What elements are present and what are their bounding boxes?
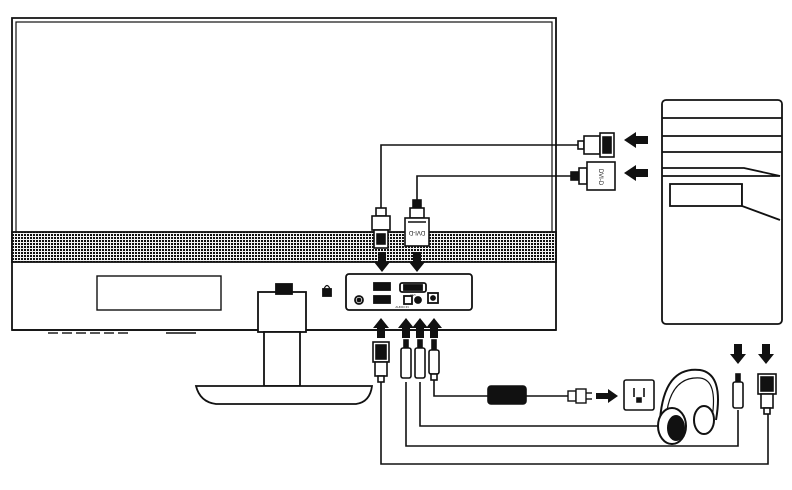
audio-port-label: AUDIO IN [395,305,408,309]
arrow-down-pc-icon [730,344,774,364]
power-adapter-icon [487,385,527,405]
lock-icon [322,284,332,297]
arrow-down-icon [374,252,425,272]
dvi-port-label: DVI [410,293,415,297]
hdmi-cable-icon [371,207,391,249]
dvi-plug-pc-icon [570,161,616,191]
hdmi-port [373,282,391,291]
ac-plug-icon [567,388,592,404]
label-panel [96,275,222,311]
arrow-right-icon [596,389,618,403]
wall-outlet-icon [623,379,655,411]
dvi-plug-monitor-label: DVI-D [408,229,425,235]
audio-plug-pc-icon [732,373,744,409]
monitor-stand [194,283,374,405]
arrow-up-icon [373,318,442,338]
power-plug-icon [428,339,440,381]
headphones-icon [657,368,719,445]
bottom-cable-lines [380,378,769,465]
audio-port [414,296,422,304]
audio-cable-icon [400,339,426,379]
monitor-icon [11,17,557,334]
dvi-plug-top-label: DVI-D [597,169,603,186]
arrow-icon [624,132,648,181]
hdmi-port-label: HDMI [378,290,386,294]
cable-lines [380,144,582,212]
hdmi-plug-pc-bottom-icon [757,373,777,415]
speaker-grille [11,231,557,263]
hdmi-plug-pc-icon [577,132,615,158]
dvi-cable-icon [404,199,430,247]
pc-tower-icon [661,99,783,325]
hdmi-plug-bottom-icon [372,341,390,383]
port-panel [345,273,473,311]
